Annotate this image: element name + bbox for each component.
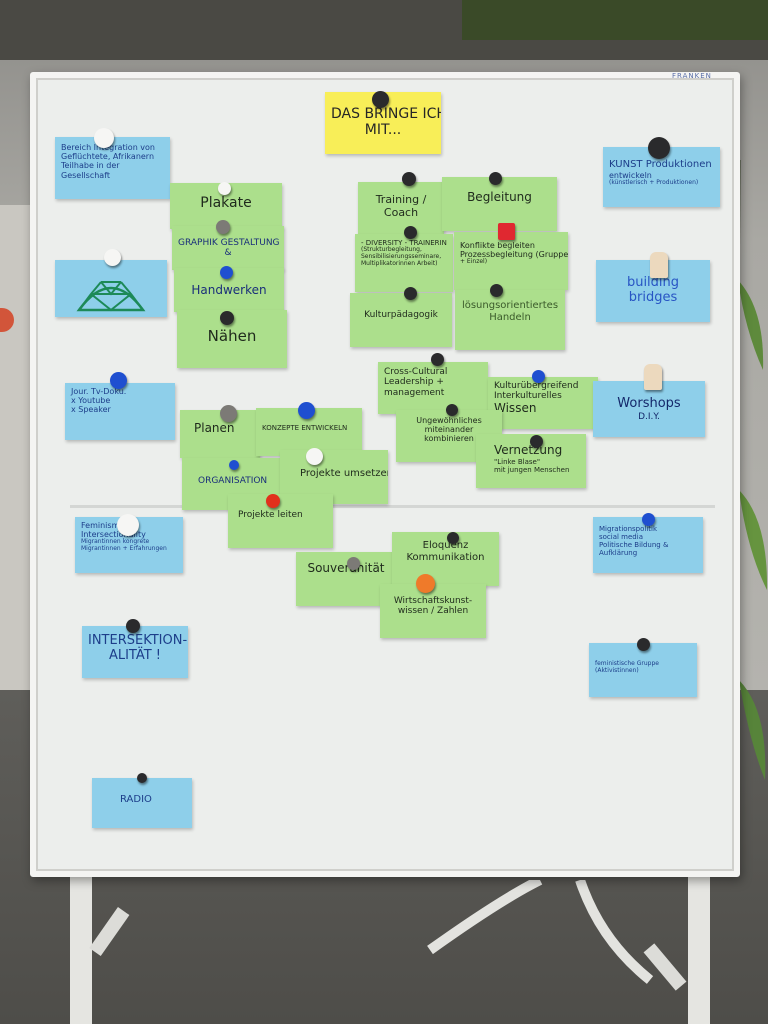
note-jour[interactable]: Jour. Tv-Doku. x Youtube x Speaker [65, 383, 175, 440]
magnet[interactable] [216, 220, 230, 234]
magnet[interactable] [416, 574, 435, 593]
note-migration[interactable]: Migrationspolitik social media Politisch… [593, 517, 703, 573]
note-bereich[interactable]: Bereich Integration von Geflüchtete, Afr… [55, 137, 170, 199]
magnet[interactable] [220, 266, 233, 279]
magnet[interactable] [489, 172, 502, 185]
note-training[interactable]: Training / Coach [358, 182, 444, 234]
note-loesung[interactable]: lösungsorientiertes Handeln [455, 290, 565, 350]
magnet[interactable] [298, 402, 315, 419]
magnet[interactable] [650, 252, 668, 278]
magnet[interactable] [137, 773, 147, 783]
note-begleitung[interactable]: Begleitung [442, 177, 557, 231]
note-cross-cultural[interactable]: Cross-Cultural Leadership + management [378, 362, 488, 414]
note-graphik[interactable]: GRAPHIK GESTALTUNG & [172, 226, 284, 270]
note-feministische[interactable]: feministische Gruppe (Aktivistinnen) [589, 643, 697, 697]
magnet[interactable] [644, 364, 662, 390]
note-wirtschaft[interactable]: Wirtschaftskunst- wissen / Zahlen [380, 584, 486, 638]
note-dome-drawing[interactable] [55, 260, 167, 317]
geodesic-dome-icon [76, 281, 146, 312]
note-planen[interactable]: Planen [180, 410, 260, 458]
magnet[interactable] [94, 128, 114, 148]
note-intersektion[interactable]: INTERSEKTION- ALITÄT ! [82, 626, 188, 678]
note-kulturpaedagogik[interactable]: Kulturpädagogik [350, 293, 452, 347]
magnet[interactable] [104, 249, 121, 266]
door-frame [0, 205, 34, 695]
table-legs [427, 880, 654, 984]
magnet[interactable] [117, 514, 139, 536]
magnet[interactable] [306, 448, 323, 465]
magnet[interactable] [490, 284, 503, 297]
magnet[interactable] [498, 223, 515, 240]
magnet[interactable] [218, 182, 231, 195]
magnet[interactable] [402, 172, 416, 186]
note-kulturuebergreifend[interactable]: Kulturübergreifend Interkulturelles Wiss… [488, 377, 598, 429]
magnet[interactable] [266, 494, 280, 508]
magnet[interactable] [530, 435, 543, 448]
magnet[interactable] [532, 370, 545, 383]
note-diversity[interactable]: - DIVERSITY - TRAINERIN (Strukturbegleit… [355, 234, 453, 292]
note-radio[interactable]: RADIO [92, 778, 192, 828]
magnet[interactable] [446, 404, 458, 416]
magnet[interactable] [229, 460, 239, 470]
magnet[interactable] [126, 619, 140, 633]
magnet[interactable] [404, 226, 417, 239]
magnet[interactable] [431, 353, 444, 366]
brand-label: FRANKEN [672, 72, 712, 80]
magnet[interactable] [648, 137, 670, 159]
header-line-1: DAS BRINGE ICH [331, 106, 441, 122]
magnet[interactable] [220, 405, 237, 422]
note-souveraenitaet[interactable]: Souveränität [296, 552, 396, 606]
board-stand-right [688, 870, 710, 1024]
magnet[interactable] [404, 287, 417, 300]
magnet[interactable] [220, 311, 234, 325]
magnet[interactable] [372, 91, 389, 108]
magnet[interactable] [447, 532, 459, 544]
note-workshops[interactable]: Worshops D.I.Y. [593, 381, 705, 437]
window [462, 0, 768, 40]
note-projekte-leiten[interactable]: Projekte leiten [228, 494, 333, 548]
note-eloquenz[interactable]: Eloquenz Kommunikation [392, 532, 499, 586]
note-konflikte[interactable]: Konflikte begleiten Prozessbegleitung (G… [454, 232, 568, 290]
magnet[interactable] [637, 638, 650, 651]
exit-sign [0, 308, 14, 332]
board-stand-left [70, 870, 92, 1024]
magnet[interactable] [110, 372, 127, 389]
magnet[interactable] [642, 513, 655, 526]
header-line-2: MIT... [364, 122, 402, 139]
board-divider [70, 505, 715, 508]
magnet[interactable] [347, 557, 360, 570]
